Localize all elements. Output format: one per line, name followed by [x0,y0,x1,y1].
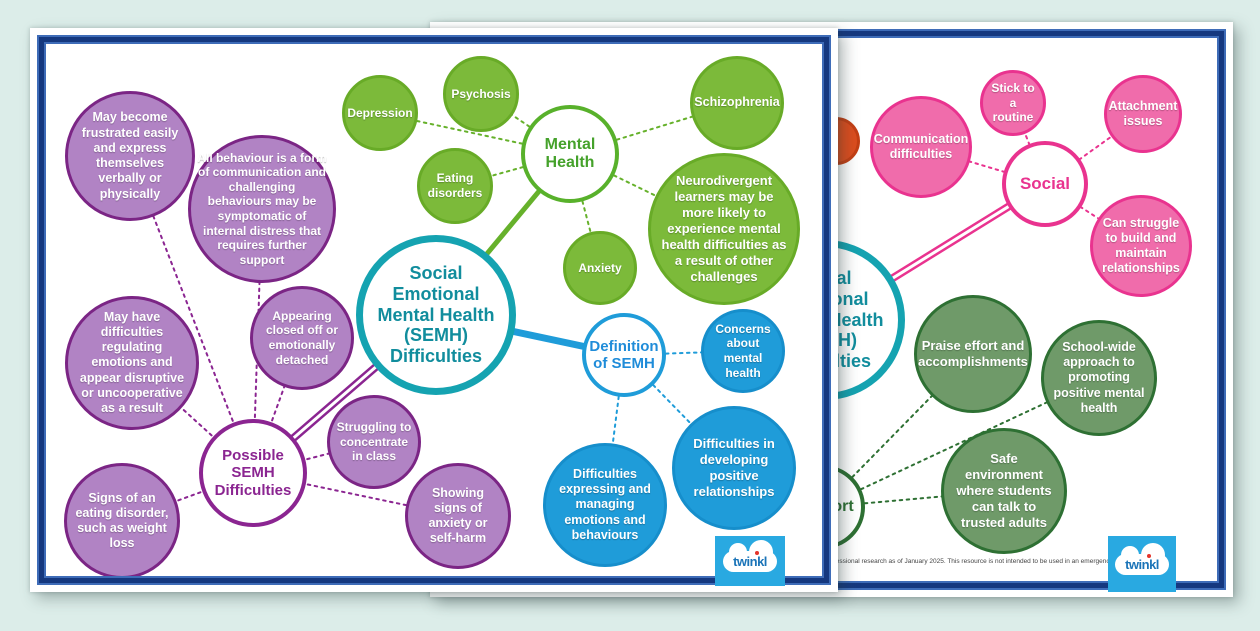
twinkl-wordmark: twinkl [733,553,767,569]
centre-node-page1: Social Emotional Mental Health (SEMH) Di… [356,235,516,395]
possible-satellite: May become frustrated easily and express… [65,91,195,221]
disclaimer-text: fessional research as of January 2025. T… [834,558,1126,565]
mental-health-satellite: Depression [342,75,418,151]
possible-satellite: May have difficulties regulating emotion… [65,296,199,430]
social-satellite: Stick to a routine [980,70,1046,136]
support-satellite: Praise effort and accomplishments [914,295,1032,413]
twinkl-cloud-icon: twinkl [723,539,777,572]
definition-satellite: Difficulties in developing positive rela… [672,406,796,530]
twinkl-dot-icon [755,550,760,555]
possible-satellite: Appearing closed off or emotionally deta… [250,286,354,390]
mental-health-satellite: Neurodivergent learners may be more like… [648,153,800,305]
mental-health-satellite: Schizophrenia [690,56,784,150]
mental-health-hub: Mental Health [521,105,619,203]
mental-health-satellite: Psychosis [443,56,519,132]
twinkl-logo: twinkl [1108,536,1176,592]
social-satellite: Attachment issues [1104,75,1182,153]
twinkl-cloud-icon: twinkl [1115,542,1169,575]
possible-semh-hub: Possible SEMH Difficulties [199,419,307,527]
support-satellite: School-wide approach to promoting positi… [1041,320,1157,436]
social-hub: Social [1002,141,1088,227]
definition-hub: Definition of SEMH [582,313,666,397]
possible-satellite: Struggling to concentrate in class [327,395,421,489]
twinkl-dot-icon [1147,553,1152,558]
definition-satellite: Concerns about mental health [701,309,785,393]
mental-health-satellite: Eating disorders [417,148,493,224]
definition-satellite: Difficulties expressing and managing emo… [543,443,667,567]
possible-satellite: Showing signs of anxiety or self-harm [405,463,511,569]
social-satellite: Can struggle to build and maintain relat… [1090,195,1192,297]
social-satellite: Communication difficulties [870,96,972,198]
mental-health-satellite: Anxiety [563,231,637,305]
twinkl-wordmark: twinkl [1125,556,1159,572]
possible-satellite: Signs of an eating disorder, such as wei… [64,463,180,579]
poster-page-1: Social Emotional Mental Health (SEMH) Di… [30,28,838,592]
twinkl-logo: twinkl [715,536,785,586]
possible-satellite: All behaviour is a form of communication… [188,135,336,283]
support-satellite: Safe environment where students can talk… [941,428,1067,554]
